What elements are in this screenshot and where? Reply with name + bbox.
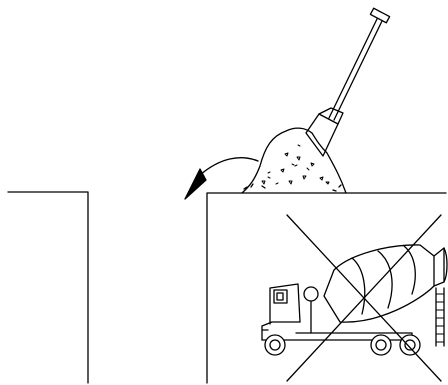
cross-out-icon <box>286 214 442 382</box>
mixed-concrete-pile <box>241 127 347 194</box>
concrete-mixer-truck-icon <box>261 244 448 356</box>
excavation-pit <box>7 191 447 384</box>
curved-arrow-icon <box>184 157 259 200</box>
spade-icon <box>305 7 391 157</box>
aggregate-specks <box>261 144 330 185</box>
